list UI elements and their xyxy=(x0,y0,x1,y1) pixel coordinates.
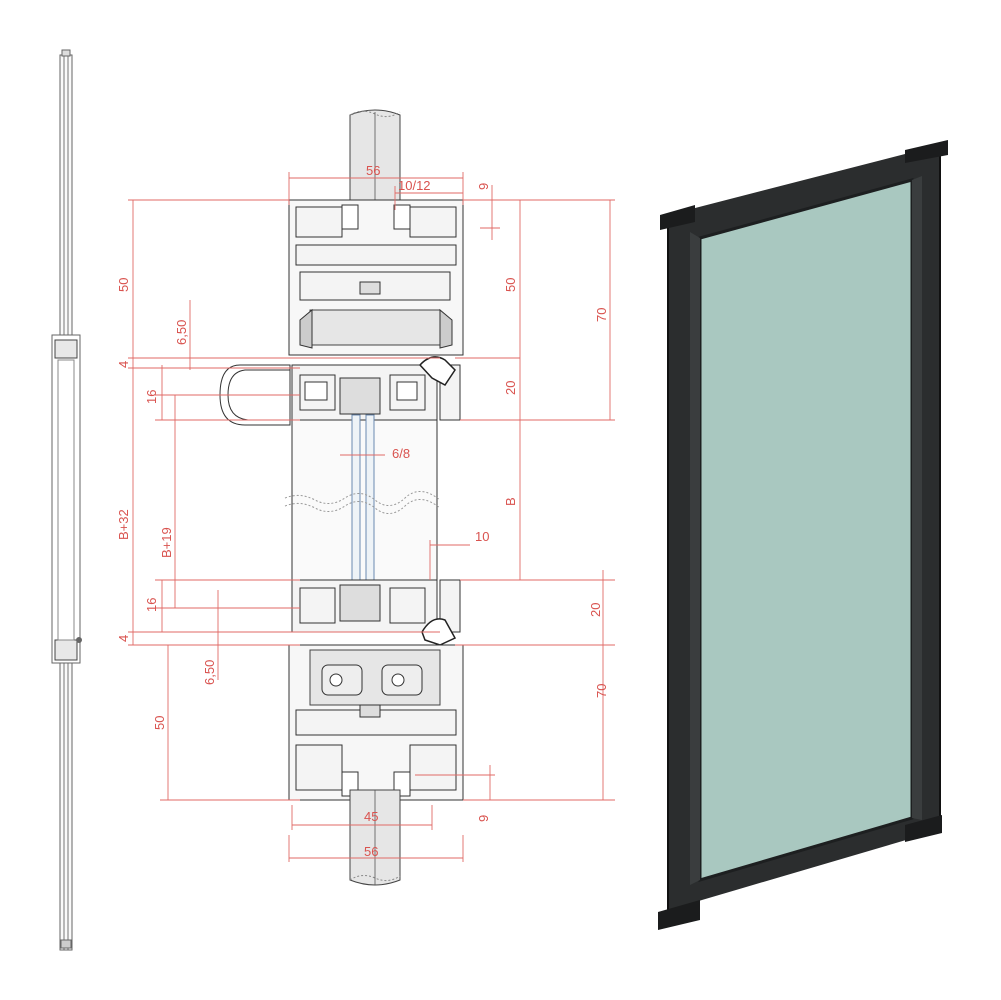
dimension-labels: 56 10/12 9 50 6,50 4 16 B+32 B+19 16 4 6… xyxy=(116,163,609,859)
dim-left-650: 6,50 xyxy=(174,320,189,345)
dim-bottom-56: 56 xyxy=(364,844,378,859)
dim-left-4-bot: 4 xyxy=(116,635,131,642)
dim-mid-50: 50 xyxy=(503,278,518,292)
dim-top-width: 56 xyxy=(366,163,380,178)
dim-left-50-bot: 50 xyxy=(152,716,167,730)
bottom-sash-profile xyxy=(291,579,461,646)
dim-left-16-bot: 16 xyxy=(144,598,159,612)
dim-right-20-bot: 20 xyxy=(588,603,603,617)
dim-mid-b: B xyxy=(503,497,518,506)
dim-left-b32: B+32 xyxy=(116,509,131,540)
dim-glass-pocket: 10/12 xyxy=(398,178,431,193)
dimension-lines xyxy=(128,172,615,862)
dim-bottom-45: 45 xyxy=(364,809,378,824)
dim-right-70-top: 70 xyxy=(594,308,609,322)
bottom-frame-profile xyxy=(288,644,464,801)
door-3d-render xyxy=(658,140,948,930)
top-frame-profile xyxy=(288,199,464,356)
dim-glass-68: 6/8 xyxy=(392,446,410,461)
top-sash-profile xyxy=(219,356,461,426)
sash-infill xyxy=(284,414,441,591)
side-elevation xyxy=(51,49,82,951)
dim-ten: 10 xyxy=(475,529,489,544)
dim-left-650-bot: 6,50 xyxy=(202,660,217,685)
dim-left-b19: B+19 xyxy=(159,527,174,558)
dim-right-70-bot: 70 xyxy=(594,684,609,698)
dim-left-50: 50 xyxy=(116,278,131,292)
dim-bottom-9: 9 xyxy=(476,815,491,822)
dim-left-4-top: 4 xyxy=(116,361,131,368)
dim-top-9: 9 xyxy=(476,183,491,190)
dim-left-16-top: 16 xyxy=(144,390,159,404)
dim-mid-20-top: 20 xyxy=(503,381,518,395)
section-drawing xyxy=(219,109,464,886)
